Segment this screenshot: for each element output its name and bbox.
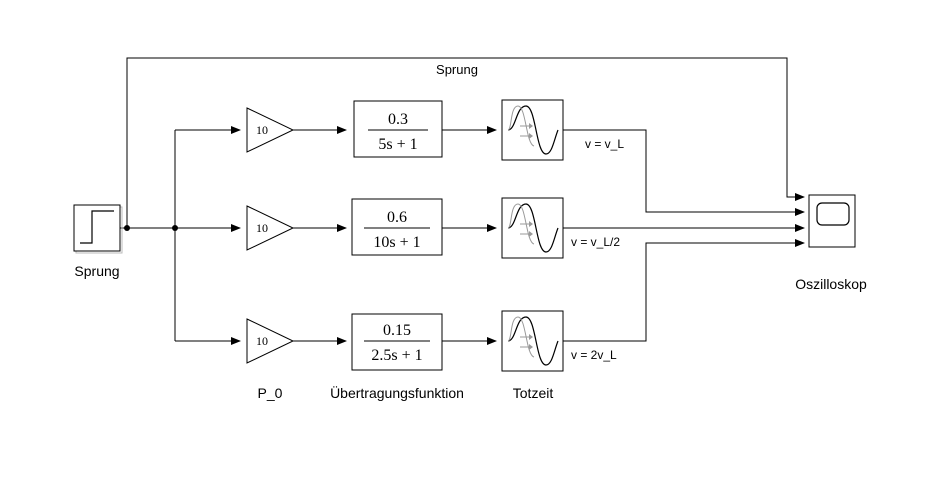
gain-3-value: 10 bbox=[256, 334, 268, 348]
transfer-function-block-3[interactable]: 0.15 2.5s + 1 bbox=[351, 313, 443, 371]
step-block-label: Sprung bbox=[74, 263, 119, 279]
signal-label-2: v = v_L/2 bbox=[571, 235, 620, 249]
transfer-column-label: Übertragungsfunktion bbox=[330, 384, 464, 401]
junction-dot bbox=[124, 225, 130, 231]
tf-1-numerator: 0.3 bbox=[388, 111, 408, 128]
delay-wave-icon bbox=[507, 316, 559, 366]
tf-2-denominator: 10s + 1 bbox=[373, 234, 420, 251]
delay-block-1[interactable] bbox=[501, 99, 564, 161]
transfer-function-block-2[interactable]: 0.6 10s + 1 bbox=[351, 198, 443, 256]
gain-block-2[interactable]: 10 bbox=[246, 205, 295, 251]
delay-wave-icon bbox=[507, 105, 559, 155]
top-line-label: Sprung bbox=[436, 62, 478, 77]
wire-step-to-scope bbox=[126, 57, 805, 228]
scope-screen-icon bbox=[816, 202, 850, 226]
delay-block-2[interactable] bbox=[501, 197, 564, 259]
gain-1-value: 10 bbox=[256, 123, 268, 137]
step-block[interactable] bbox=[73, 204, 123, 254]
delay-block-3[interactable] bbox=[501, 310, 564, 372]
signal-lines bbox=[120, 57, 805, 345]
gain-block-1[interactable]: 10 bbox=[246, 107, 295, 153]
gain-block-3[interactable]: 10 bbox=[246, 318, 295, 364]
wire-delay3-to-scope bbox=[563, 239, 805, 342]
tf-2-numerator: 0.6 bbox=[387, 209, 407, 226]
gain-2-value: 10 bbox=[256, 221, 268, 235]
delay-column-label: Totzeit bbox=[513, 385, 554, 401]
delay-wave-icon bbox=[507, 203, 559, 253]
signal-label-1: v = v_L bbox=[585, 137, 624, 151]
wire-delay1-to-scope bbox=[563, 129, 805, 216]
tf-3-denominator: 2.5s + 1 bbox=[371, 347, 422, 364]
gain-column-label: P_0 bbox=[258, 385, 283, 401]
junction-dot bbox=[172, 225, 178, 231]
tf-1-denominator: 5s + 1 bbox=[378, 136, 417, 153]
scope-block[interactable] bbox=[808, 194, 856, 248]
tf-3-numerator: 0.15 bbox=[383, 322, 411, 339]
step-icon bbox=[80, 210, 114, 244]
transfer-function-block-1[interactable]: 0.3 5s + 1 bbox=[353, 100, 443, 158]
signal-label-3: v = 2v_L bbox=[571, 348, 617, 362]
scope-label: Oszilloskop bbox=[795, 276, 867, 292]
